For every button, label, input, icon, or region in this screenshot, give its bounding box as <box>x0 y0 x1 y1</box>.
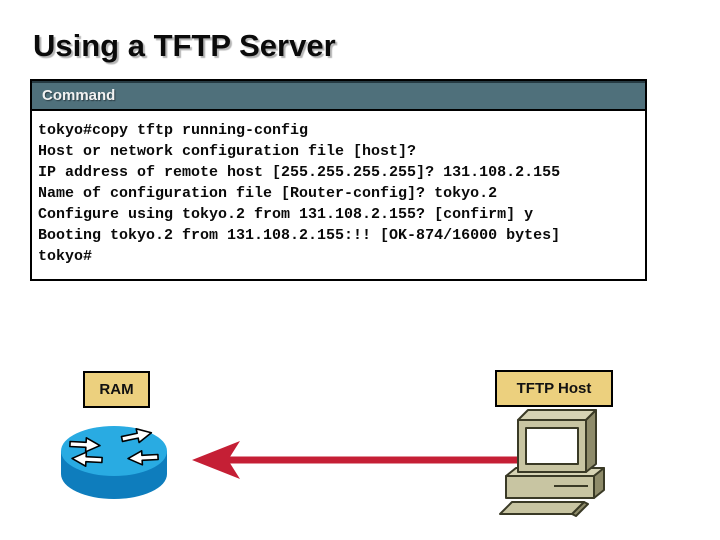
console-line: Name of configuration file [Router-confi… <box>38 185 498 202</box>
command-panel-header: Command <box>32 81 645 111</box>
transfer-arrow-icon <box>192 441 525 479</box>
console-line: tokyo# <box>38 248 93 265</box>
router-icon <box>58 424 170 504</box>
console-output: tokyo#copy tftp running-config Host or n… <box>32 111 645 279</box>
desktop-computer-icon <box>499 409 605 517</box>
console-line: IP address of remote host [255.255.255.2… <box>38 164 561 181</box>
console-line: Booting tokyo.2 from 131.108.2.155:!! [O… <box>38 227 561 244</box>
command-panel: Command tokyo#copy tftp running-config H… <box>30 79 647 281</box>
console-line: Configure using tokyo.2 from 131.108.2.1… <box>38 206 534 223</box>
tftp-host-label: TFTP Host <box>495 370 613 407</box>
tftp-host-icon <box>496 406 626 518</box>
cisco-router-icon <box>61 426 167 499</box>
page-title: Using a TFTP Server <box>33 28 336 63</box>
console-line: Host or network configuration file [host… <box>38 143 417 160</box>
console-line: tokyo#copy tftp running-config <box>38 122 309 139</box>
ram-label: RAM <box>83 371 150 408</box>
transfer-arrow <box>190 438 525 482</box>
